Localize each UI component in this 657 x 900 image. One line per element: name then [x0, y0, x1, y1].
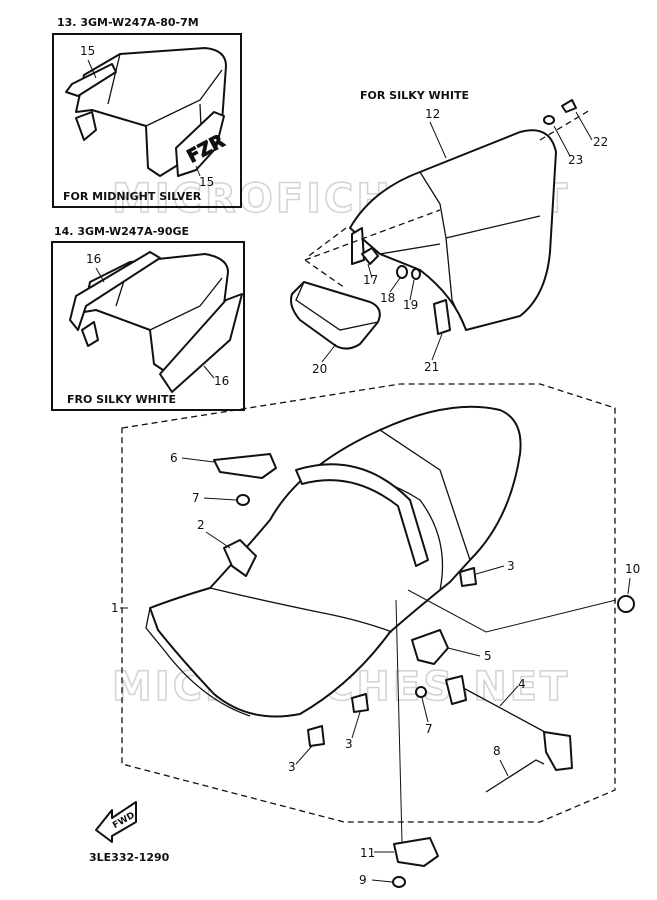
- callout-21: 21: [424, 360, 439, 374]
- callout-8: 8: [493, 744, 501, 758]
- callout-18: 18: [380, 291, 395, 305]
- callout-10: 10: [625, 562, 640, 576]
- callout-19: 19: [403, 298, 418, 312]
- damper-3a: [459, 567, 477, 587]
- bracket-2: [223, 539, 257, 577]
- seat-strap: [295, 463, 429, 567]
- washer-23: [543, 115, 555, 125]
- rear-seat-assembly: FOR SILKY WHITE 12 22 23 17 18 19 21 20: [290, 89, 608, 376]
- bolt-7a: [236, 494, 250, 506]
- fwd-arrow: FWD: [95, 801, 137, 843]
- inset-13-code: 13. 3GM-W247A-80-7M: [57, 16, 199, 29]
- inset-14-decal-left: [69, 251, 161, 331]
- bolt-7b: [415, 686, 427, 698]
- inset-13-frame: [52, 33, 242, 208]
- bracket-6: [213, 453, 277, 479]
- callout-12: 12: [425, 107, 440, 121]
- callout-5: 5: [484, 649, 492, 663]
- inset-13-caption: FOR MIDNIGHT SILVER: [63, 190, 202, 203]
- bracket-21: [433, 299, 451, 335]
- seat-pad-20: [290, 281, 381, 350]
- inset-13: 13. 3GM-W247A-80-7M FZR 15 15 FOR MIDNIG…: [52, 16, 242, 208]
- callout-1: 1: [111, 601, 119, 615]
- inset-14-bracket: [81, 321, 99, 347]
- collar-18: [396, 265, 408, 279]
- callout-2: 2: [197, 518, 205, 532]
- rod-4: [455, 683, 557, 739]
- callout-15a: 15: [80, 44, 95, 58]
- callout-15b: 15: [199, 175, 214, 189]
- drawing-number: 3LE332-1290: [89, 851, 170, 864]
- nut-10: [617, 595, 635, 613]
- lock-11: [393, 837, 439, 867]
- callout-23: 23: [568, 153, 583, 167]
- rear-seat-hook: [351, 227, 365, 265]
- rear-seat-caption: FOR SILKY WHITE: [360, 89, 469, 102]
- washer-19: [411, 268, 421, 280]
- callout-22: 22: [593, 135, 608, 149]
- damper-3b: [351, 693, 369, 713]
- callout-9: 9: [359, 873, 367, 887]
- callout-7b: 7: [425, 722, 433, 736]
- spring-8: [485, 759, 545, 793]
- main-seat: [149, 405, 522, 718]
- main-seat-assembly: 2 6 7 3 3 3 10 1 5 7: [111, 405, 640, 888]
- inset-14-decal-right: [159, 293, 243, 393]
- callout-11: 11: [360, 846, 375, 860]
- latch-4b: [543, 731, 573, 771]
- inset-14-code: 14. 3GM-W247A-90GE: [54, 225, 189, 238]
- screw-22: [561, 99, 577, 113]
- callout-16b: 16: [214, 374, 229, 388]
- callout-3a: 3: [507, 559, 515, 573]
- callout-16a: 16: [86, 252, 101, 266]
- callout-20: 20: [312, 362, 327, 376]
- bolt-9: [392, 876, 406, 888]
- inset-14-frame: [51, 241, 245, 411]
- inset-13-decal-right: [175, 111, 225, 177]
- assembly-boundary: [121, 383, 616, 823]
- callout-17: 17: [363, 273, 378, 287]
- inset-14-caption: FRO SILKY WHITE: [67, 393, 176, 406]
- hook-5: [411, 629, 449, 665]
- callout-3c: 3: [288, 760, 296, 774]
- inset-14: 14. 3GM-W247A-90GE 16 16 FRO SILKY WHITE: [51, 225, 245, 411]
- rear-seat-cover: [349, 129, 557, 331]
- inset-13-bracket: [75, 111, 97, 141]
- inset-13-decal-left: [65, 63, 117, 97]
- callout-4: 4: [518, 677, 526, 691]
- callout-3b: 3: [345, 737, 353, 751]
- damper-3c: [307, 725, 325, 747]
- bolt-17: [361, 247, 379, 265]
- latch-4a: [445, 675, 467, 705]
- callout-7a: 7: [192, 491, 200, 505]
- callout-6: 6: [170, 451, 178, 465]
